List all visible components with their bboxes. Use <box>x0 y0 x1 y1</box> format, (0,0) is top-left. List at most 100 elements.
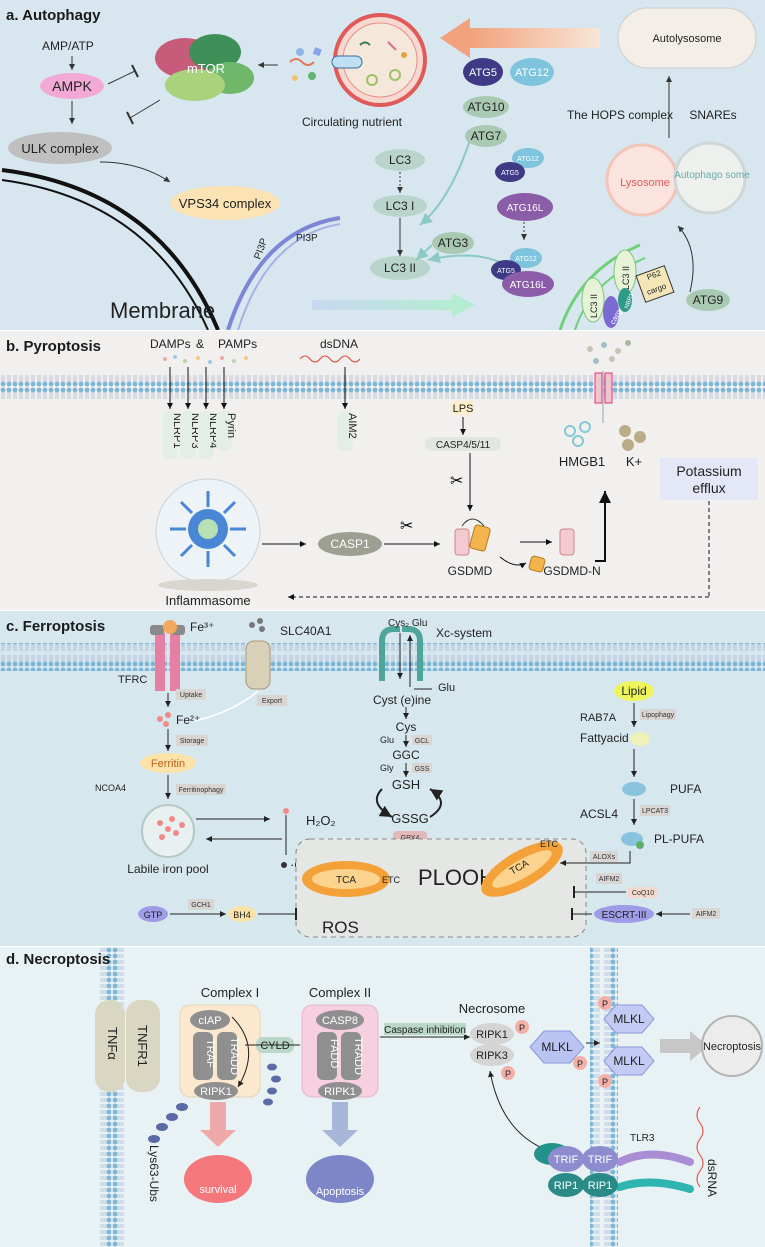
arrow <box>488 1070 541 1148</box>
pufa-node <box>622 782 646 796</box>
autophagosome-label: Autophago some <box>674 170 750 181</box>
ripk3-node <box>470 1044 514 1066</box>
panel-autophagy: a. Autophagy AMP/ATP AMPK mTOR Circulati… <box>0 0 765 330</box>
lc3ii-marker-label: LC3 II <box>589 294 599 318</box>
atg16l-small-label: ATG16L <box>510 280 547 291</box>
dsrna-strand <box>696 1106 704 1188</box>
aim2-node <box>337 411 353 451</box>
phospho-p <box>501 1066 515 1080</box>
ripk3-label: RIPK3 <box>476 1050 508 1062</box>
atg16l-node <box>497 193 553 221</box>
tradd2-node <box>341 1032 361 1080</box>
complex1-label: Complex I <box>201 985 260 1000</box>
storage-tag <box>176 735 208 746</box>
amp-atp-label: AMP/ATP <box>42 39 94 53</box>
gsdmd-n-label: GSDMD-N <box>543 564 600 578</box>
ulk-label: ULK complex <box>21 141 99 156</box>
phospho-p <box>598 996 612 1010</box>
lc3ii-label: LC3 II <box>384 261 416 275</box>
lipid-label: Lipid <box>621 684 646 698</box>
p-label: P <box>577 1059 583 1069</box>
cargo-node <box>603 296 619 328</box>
gcl-label: GCL <box>415 738 430 745</box>
inhibit-line <box>129 99 161 119</box>
ampk-node <box>40 73 104 99</box>
bh4-node <box>228 906 256 922</box>
lpcat3-label: LPCAT3 <box>642 808 668 815</box>
nlrp3-node <box>180 411 196 459</box>
circulating-nutrient-label: Circulating nutrient <box>302 115 403 129</box>
lps-node <box>452 401 474 415</box>
export-label: Export <box>262 698 282 705</box>
fe-dot <box>283 808 289 814</box>
bh4-label: BH4 <box>233 910 251 920</box>
tlr3-receptor <box>616 1150 694 1166</box>
apoptosis-label: Apoptosis <box>316 1186 365 1198</box>
gtp-node <box>138 906 168 922</box>
atg10-node <box>463 96 509 118</box>
apoptosis-arrow-head <box>322 1130 358 1147</box>
tfrc-label: TFRC <box>118 674 147 686</box>
ferritin-node <box>140 753 196 773</box>
survival-label: survival <box>199 1184 236 1196</box>
released-particles <box>587 340 631 364</box>
ripk1-label: RIPK1 <box>200 1086 232 1098</box>
cell-membrane <box>590 947 618 1247</box>
tfrc-receptor <box>150 620 185 691</box>
atg7-node <box>465 125 507 147</box>
fe3-label: Fe³⁺ <box>190 620 214 634</box>
aloxs-label: ALOXs <box>593 854 616 861</box>
necroptosis-arrow-head <box>690 1031 708 1061</box>
p-label: P <box>519 1023 525 1033</box>
atg10-label: ATG10 <box>467 100 504 114</box>
pamp-dots <box>163 355 248 364</box>
dsrna-label: dsRNA <box>705 1159 719 1197</box>
gss-tag <box>412 763 432 773</box>
rab7a-label: RAB7A <box>580 712 617 724</box>
atg3-label: ATG3 <box>438 236 469 250</box>
lc3i-node <box>373 195 427 217</box>
nlrp4-node <box>198 411 214 459</box>
oh-dot <box>281 862 287 868</box>
efflux-label: efflux <box>692 480 725 496</box>
aifm2-label: AIFM2 <box>599 876 620 883</box>
labile-pool-label: Labile iron pool <box>127 862 208 876</box>
potassium-efflux-box <box>660 458 758 500</box>
ulk-node <box>8 132 112 164</box>
lpcat3-tag <box>640 805 670 816</box>
ripk1-node <box>194 1082 238 1100</box>
lc3-label: LC3 <box>389 153 411 167</box>
phospho-p <box>573 1056 587 1070</box>
gss-label: GSS <box>415 766 430 773</box>
kplus-label: K+ <box>626 454 642 469</box>
vesicle-contents <box>359 41 407 86</box>
atg5-small-label: ATG5 <box>501 170 519 177</box>
gtp-label: GTP <box>144 910 163 920</box>
mlkl-a-node <box>603 1004 655 1034</box>
casp8-node <box>316 1010 364 1030</box>
iron-dots <box>157 816 185 840</box>
caspase-inhibition-tag <box>384 1023 466 1035</box>
casp1-node <box>318 532 382 556</box>
inhibit-bar <box>126 111 134 125</box>
gcl-tag <box>412 735 432 745</box>
inflammasome-icon <box>170 491 246 567</box>
inhibit-line <box>107 70 136 85</box>
aim2-label: AIM2 <box>346 413 358 439</box>
panel-necroptosis: d. Necroptosis TNFα TNFR1 Complex I cIAP… <box>0 947 765 1247</box>
cell-membrane <box>0 373 765 401</box>
arrow <box>419 139 471 226</box>
arrow <box>427 251 501 264</box>
atg5-label: ATG5 <box>469 67 497 79</box>
phospho-p <box>515 1020 529 1034</box>
trif2-label: TRIF <box>588 1154 613 1166</box>
ciap-node <box>190 1010 230 1030</box>
panel-title: a. Autophagy <box>6 7 101 24</box>
arrow <box>677 225 694 293</box>
panel-title: b. Pyroptosis <box>6 338 101 355</box>
pamps-label: PAMPs <box>218 337 257 351</box>
gsdmd-icon <box>454 518 491 556</box>
atg12-node <box>510 58 554 86</box>
cys2glu-label: Cys₂ Glu <box>388 618 427 629</box>
membrane-label: Membrane <box>110 298 215 323</box>
